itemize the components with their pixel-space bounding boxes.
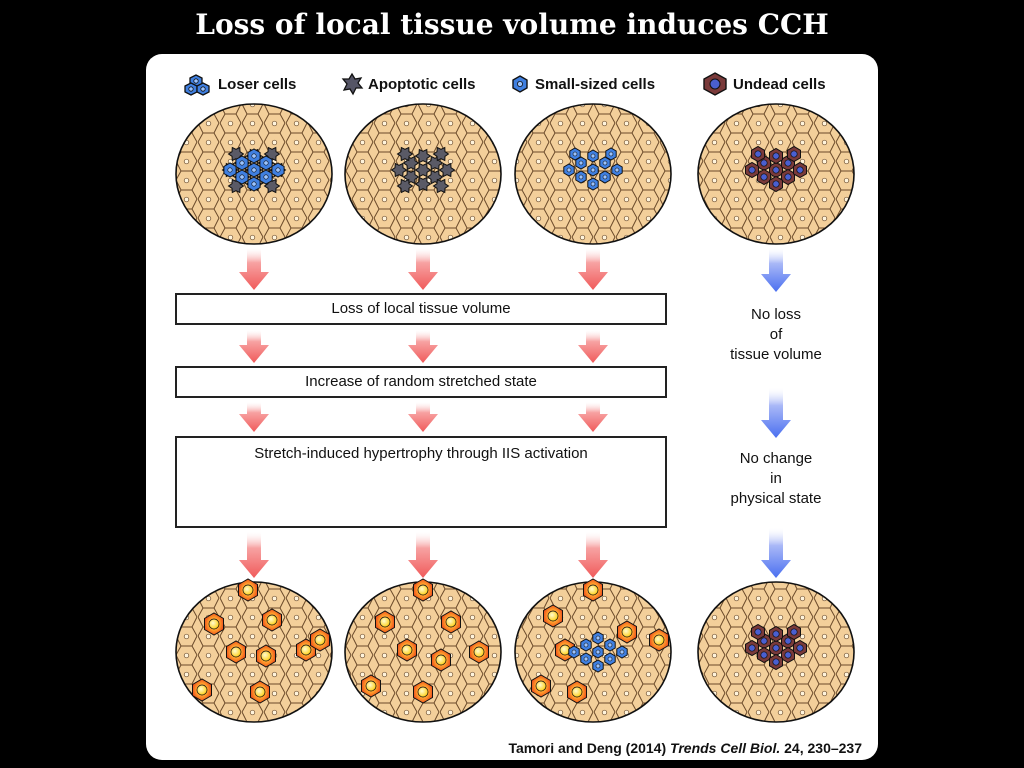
legend-label: Undead cells — [733, 75, 826, 93]
step-loss-of-volume: Loss of local tissue volume — [175, 293, 667, 325]
legend-label: Small-sized cells — [535, 75, 656, 93]
undead-cluster — [745, 623, 807, 671]
side-note-line: No loss — [750, 306, 802, 323]
red-arrow — [408, 248, 438, 290]
legend-apoptotic-cells: Apoptotic cells — [340, 72, 476, 96]
blue-arrow — [761, 388, 791, 438]
side-note-line: No change — [739, 450, 813, 467]
hypertrophic-cells — [531, 578, 669, 704]
side-note-line: of — [769, 326, 783, 343]
legend-undead-cells: Undead cells — [701, 72, 826, 96]
red-arrow — [239, 402, 269, 432]
step-label: Loss of local tissue volume — [331, 300, 511, 317]
red-arrow — [408, 532, 438, 578]
side-note-line: in — [770, 470, 782, 487]
apoptotic-cluster — [390, 146, 456, 194]
red-arrow — [578, 248, 608, 290]
red-arrow — [578, 402, 608, 432]
tissue-small-sized-cells — [514, 103, 672, 245]
red-arrow — [239, 330, 269, 363]
red-arrow — [408, 402, 438, 432]
side-note-line: tissue volume — [730, 346, 822, 363]
side-note-no-loss: No loss of tissue volume — [706, 305, 846, 365]
red-arrow — [239, 248, 269, 290]
small-cluster — [563, 147, 623, 191]
tissue-apoptotic-result — [344, 578, 502, 723]
tissue-small-sized-result — [514, 578, 672, 723]
loser-cells-icon — [184, 74, 210, 96]
legend-loser-cells: Loser cells — [182, 73, 297, 96]
small-cluster — [568, 631, 628, 673]
step-label: Stretch-induced hypertrophy through IIS … — [254, 445, 588, 462]
blue-arrow — [761, 528, 791, 578]
legend-small-sized-cells: Small-sized cells — [509, 73, 655, 95]
red-arrow — [578, 330, 608, 363]
legend-label: Loser cells — [218, 75, 297, 93]
undead-cluster — [745, 145, 807, 193]
tissue-undead-result — [697, 581, 855, 723]
tissue-loser-result — [175, 578, 333, 723]
side-note-no-change: No change in physical state — [706, 449, 846, 509]
tissue-loser-cells — [175, 103, 333, 245]
tissue-undead-cells — [697, 103, 855, 245]
side-note-line: physical state — [730, 490, 822, 507]
tissue-apoptotic-cells — [344, 103, 502, 245]
loser-cluster — [223, 148, 285, 192]
red-arrow — [578, 532, 608, 578]
page-title: Loss of local tissue volume induces CCH — [195, 8, 829, 41]
citation-authors: Tamori and Deng (2014) — [508, 740, 667, 756]
citation-ref: 24, 230–237 — [784, 740, 862, 756]
legend-label: Apoptotic cells — [368, 75, 476, 93]
undead-cells-icon — [703, 72, 727, 96]
blue-arrow — [761, 248, 791, 292]
step-stretched-state: Increase of random stretched state — [175, 366, 667, 398]
small-sized-cells-icon — [512, 75, 528, 93]
red-arrow — [239, 532, 269, 578]
hypertrophic-cells — [192, 578, 330, 704]
hypertrophic-cells — [361, 578, 489, 704]
step-hypertrophy: Stretch-induced hypertrophy through IIS … — [175, 436, 667, 528]
citation: Tamori and Deng (2014) Trends Cell Biol.… — [508, 740, 862, 756]
red-arrow — [408, 330, 438, 363]
step-label: Increase of random stretched state — [305, 373, 537, 390]
apoptotic-cells-icon — [341, 72, 364, 96]
citation-journal: Trends Cell Biol. — [670, 740, 781, 756]
